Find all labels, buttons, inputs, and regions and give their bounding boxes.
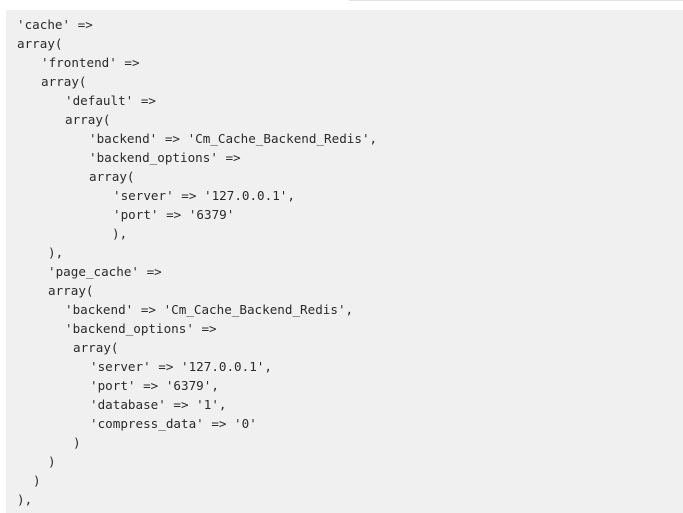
- code-line: 'default' =>: [65, 93, 156, 108]
- code-line: array(: [89, 169, 135, 184]
- code-line: 'backend' => 'Cm_Cache_Backend_Redis',: [65, 302, 354, 317]
- code-line: 'page_cache' =>: [48, 264, 162, 279]
- code-line: array(: [41, 74, 87, 89]
- code-line: ),: [48, 245, 64, 260]
- code-line: ),: [17, 492, 33, 507]
- code-line: ): [33, 473, 41, 488]
- code-line: 'server' => '127.0.0.1',: [90, 359, 272, 374]
- code-line: array(: [17, 36, 63, 51]
- code-block: 'cache' => array( 'frontend' => array( 'defa…: [6, 10, 683, 513]
- code-line: ): [73, 435, 81, 450]
- code-line: 'server' => '127.0.0.1',: [113, 188, 295, 203]
- code-line: array(: [48, 283, 94, 298]
- code-line: array(: [73, 340, 119, 355]
- code-line: 'cache' =>: [17, 17, 93, 32]
- code-line: 'backend_options' =>: [65, 321, 217, 336]
- code-line: 'compress_data' => '0': [90, 416, 257, 431]
- code-line: 'backend_options' =>: [89, 150, 241, 165]
- code-line: 'port' => '6379': [113, 207, 235, 222]
- code-line: array(: [65, 112, 111, 127]
- code-line: 'database' => '1',: [90, 397, 227, 412]
- code-line: 'backend' => 'Cm_Cache_Backend_Redis',: [89, 131, 378, 146]
- code-line: 'frontend' =>: [41, 55, 140, 70]
- code-line: ),: [112, 226, 128, 241]
- top-divider: [349, 0, 683, 1]
- code-line: 'port' => '6379',: [90, 378, 219, 393]
- code-line: ): [48, 454, 56, 469]
